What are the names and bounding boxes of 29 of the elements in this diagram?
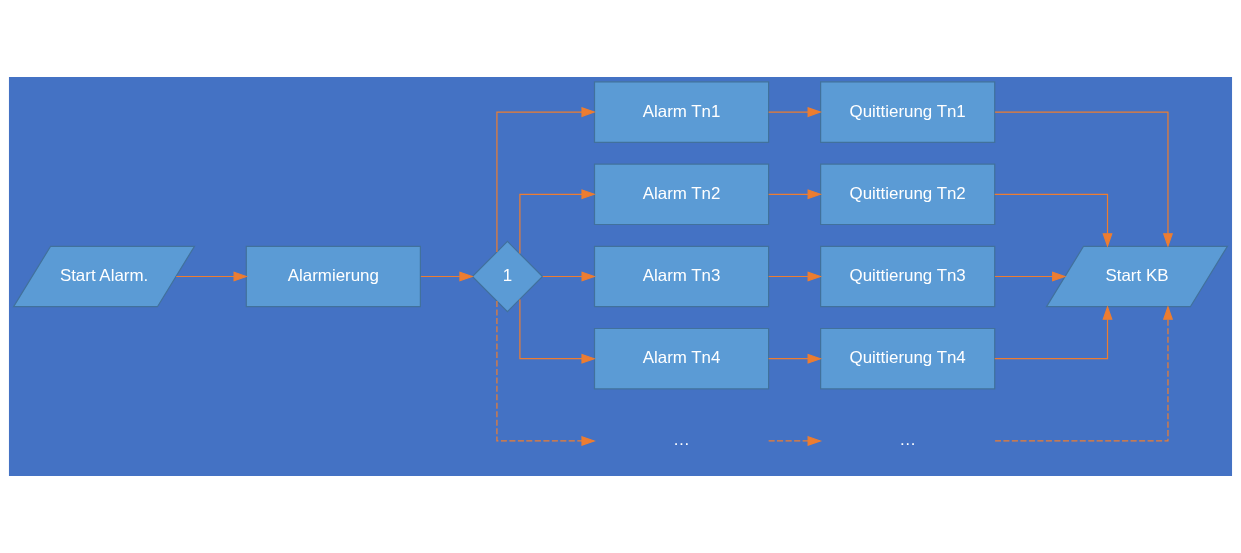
arrow — [768, 189, 823, 200]
arrow — [519, 298, 596, 364]
arrow — [994, 111, 1174, 248]
arrow — [994, 193, 1113, 248]
arrow — [768, 106, 823, 118]
node-box: Alarmierung — [245, 245, 421, 308]
node-text: … — [899, 430, 917, 450]
arrow — [994, 305, 1174, 442]
node-box: Quittierung Tn3 — [820, 245, 996, 308]
arrow — [420, 271, 474, 282]
node-box: Alarm Tn3 — [593, 245, 770, 308]
arrow — [496, 300, 596, 447]
node-box: Alarm Tn1 — [593, 81, 770, 143]
node-diamond: 1 — [471, 240, 544, 313]
arrow — [768, 435, 823, 447]
arrow — [768, 353, 823, 364]
node-box: Alarm Tn4 — [593, 327, 770, 390]
arrow — [994, 305, 1113, 360]
node-box: Quittierung Tn1 — [820, 81, 996, 143]
arrow — [175, 271, 249, 282]
arrow — [519, 189, 596, 255]
arrow — [542, 271, 596, 282]
node-text: … — [673, 430, 691, 450]
arrow — [994, 271, 1067, 282]
node-box: Quittierung Tn4 — [820, 327, 996, 390]
arrow — [768, 271, 823, 282]
node-box: Quittierung Tn2 — [820, 163, 996, 226]
node-box: Alarm Tn2 — [593, 163, 770, 226]
arrow — [496, 106, 596, 253]
